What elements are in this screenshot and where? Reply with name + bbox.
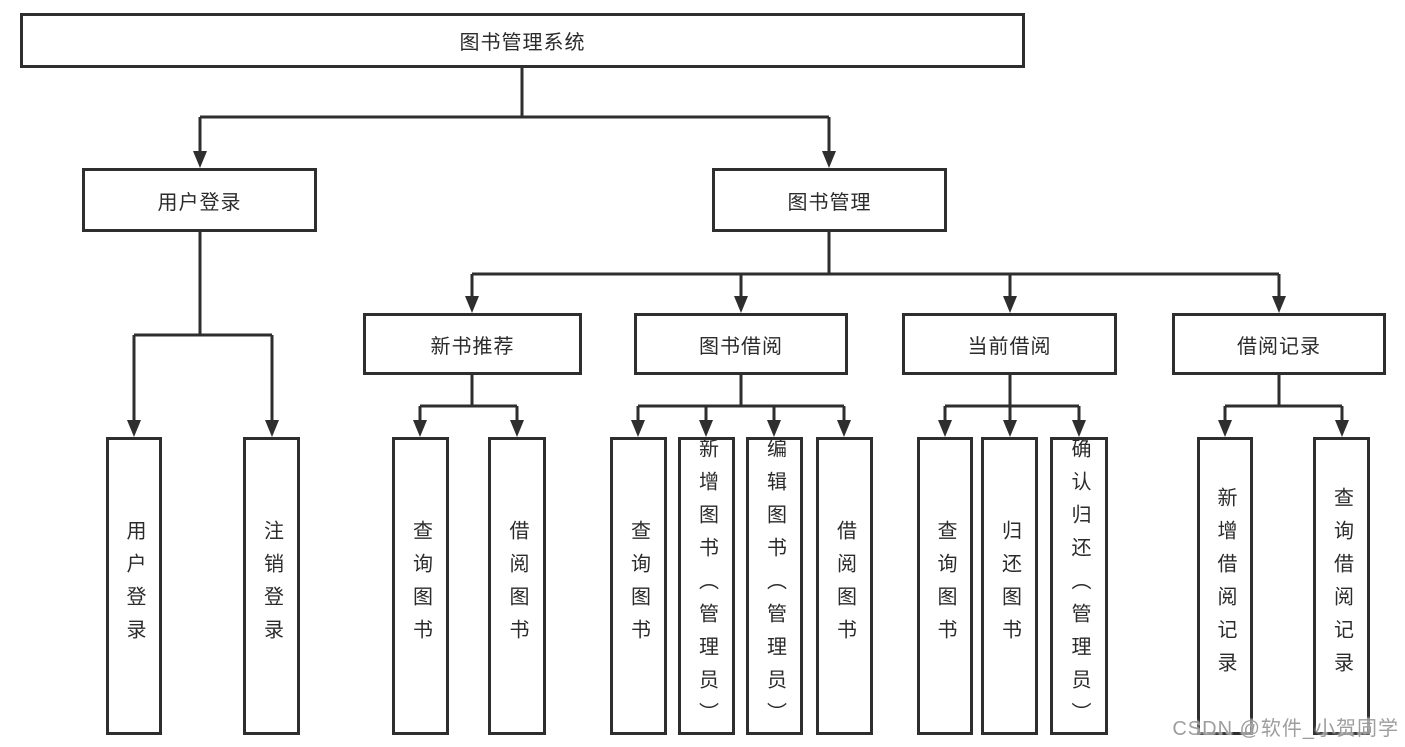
- leaf-edit-book-admin: 编辑图书（管理员）: [746, 437, 803, 735]
- node-user-login: 用户登录: [82, 168, 317, 232]
- node-borrow-record: 借阅记录: [1172, 313, 1386, 375]
- leaf-return-book: 归还图书: [981, 437, 1038, 735]
- node-book-borrow: 图书借阅: [634, 313, 848, 375]
- leaf-query-book-borrow-label: 查询图书: [627, 520, 650, 652]
- leaf-return-book-label: 归还图书: [998, 520, 1021, 652]
- leaf-borrow-book: 借阅图书: [816, 437, 873, 735]
- node-book-management: 图书管理: [712, 168, 947, 232]
- node-new-book-recommend-label: 新书推荐: [430, 335, 515, 358]
- leaf-add-borrow-record: 新增借阅记录: [1197, 437, 1253, 735]
- leaf-add-book-admin-label: 新增图书（管理员）: [695, 437, 718, 735]
- leaf-edit-book-admin-label: 编辑图书（管理员）: [763, 437, 786, 735]
- leaf-query-book-borrow: 查询图书: [610, 437, 667, 735]
- leaf-borrow-book-recommend: 借阅图书: [488, 437, 546, 735]
- leaf-confirm-return-admin: 确认归还（管理员）: [1050, 437, 1108, 735]
- node-new-book-recommend: 新书推荐: [363, 313, 582, 375]
- node-current-borrow-label: 当前借阅: [967, 335, 1052, 358]
- leaf-query-book-recommend-label: 查询图书: [409, 520, 432, 652]
- leaf-query-book-current: 查询图书: [917, 437, 973, 735]
- node-current-borrow: 当前借阅: [902, 313, 1117, 375]
- node-root-system: 图书管理系统: [20, 13, 1025, 68]
- leaf-logout: 注销登录: [243, 437, 300, 735]
- leaf-user-login-label: 用户登录: [123, 520, 145, 652]
- leaf-logout-label: 注销登录: [260, 520, 283, 652]
- leaf-add-book-admin: 新增图书（管理员）: [678, 437, 735, 735]
- leaf-query-borrow-record: 查询借阅记录: [1313, 437, 1370, 735]
- node-user-login-label: 用户登录: [157, 191, 242, 214]
- node-borrow-record-label: 借阅记录: [1237, 335, 1321, 358]
- leaf-query-borrow-record-label: 查询借阅记录: [1330, 487, 1353, 685]
- leaf-confirm-return-admin-label: 确认归还（管理员）: [1068, 437, 1090, 735]
- arrowhead-icons: [127, 151, 1349, 437]
- leaf-query-book-recommend: 查询图书: [392, 437, 449, 735]
- leaf-borrow-book-label: 借阅图书: [833, 520, 856, 652]
- leaf-add-borrow-record-label: 新增借阅记录: [1214, 487, 1236, 685]
- leaf-user-login: 用户登录: [106, 437, 162, 735]
- node-book-management-label: 图书管理: [787, 191, 872, 214]
- node-book-borrow-label: 图书借阅: [699, 335, 783, 358]
- leaf-borrow-book-recommend-label: 借阅图书: [506, 520, 528, 652]
- node-root-label: 图书管理系统: [459, 32, 586, 54]
- leaf-query-book-current-label: 查询图书: [934, 520, 956, 652]
